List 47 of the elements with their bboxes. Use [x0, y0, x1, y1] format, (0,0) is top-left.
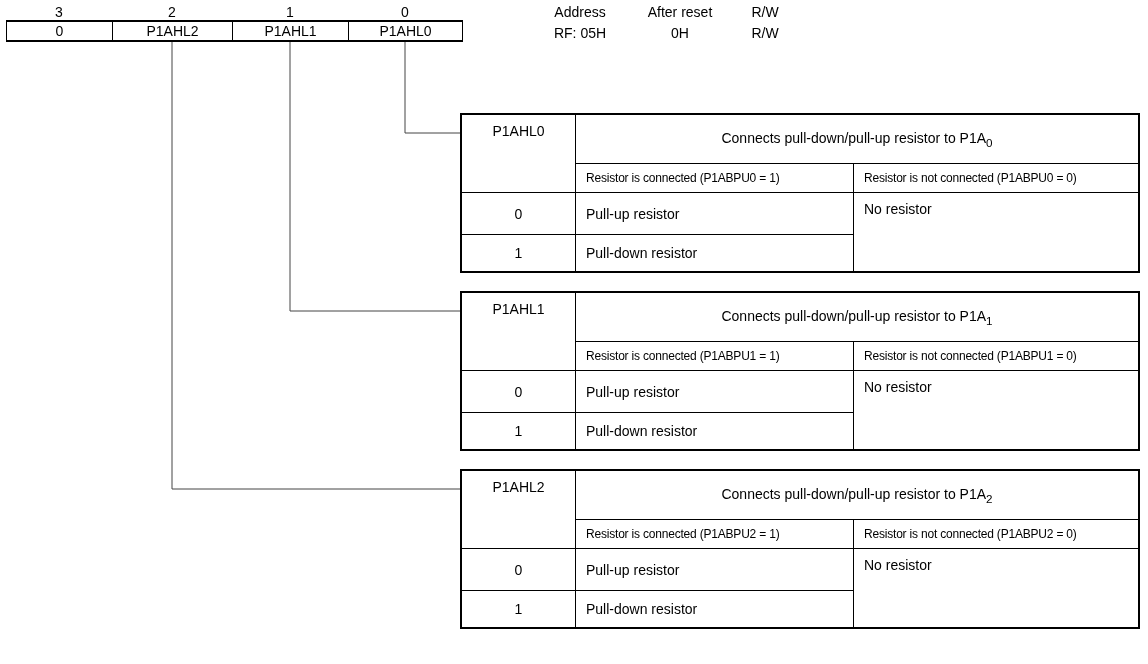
column-heading: 3: [55, 4, 63, 20]
register-value: 0H: [671, 25, 689, 41]
table-cell: 0: [462, 549, 576, 591]
leader-line: [171, 41, 461, 490]
header-cell: Resistor is not connected (P1ABPU1 = 0): [854, 342, 1138, 371]
header-cell: Resistor is not connected (P1ABPU0 = 0): [854, 164, 1138, 193]
header-cell: Resistor is connected (P1ABPU2 = 1): [576, 520, 854, 549]
header-cell: P1AHL1: [462, 293, 576, 371]
register-bit-cell: P1AHL2: [112, 20, 233, 42]
table-cell: 1: [462, 235, 576, 271]
bit-description-table: [460, 291, 1140, 451]
leader-line: [289, 41, 461, 312]
table-cell: Pull-down resistor: [576, 413, 854, 449]
register-bit-cell: 0: [6, 20, 113, 42]
table-cell-text: No resistor: [863, 556, 933, 575]
register-value: R/W: [751, 25, 779, 41]
header-cell: Connects pull-down/pull-up resistor to P1A$_{0}$: [576, 115, 1138, 164]
bit-description-table: [460, 469, 1140, 629]
column-heading: Address: [554, 4, 606, 20]
header-cell: Resistor is not connected (P1ABPU2 = 0): [854, 520, 1138, 549]
header-cell: P1AHL2: [462, 471, 576, 549]
table-cell: Pull-up resistor: [576, 371, 854, 413]
register-bit-cell: P1AHL1: [232, 20, 349, 42]
table-cell: 0: [462, 371, 576, 413]
header-cell: Resistor is connected (P1ABPU0 = 1): [576, 164, 854, 193]
header-cell: Connects pull-down/pull-up resistor to P1A$_{2}$: [576, 471, 1138, 520]
register-bit-cell: P1AHL0: [348, 20, 463, 42]
table-cell: 1: [462, 413, 576, 449]
table-cell: Pull-up resistor: [576, 193, 854, 235]
column-heading: R/W: [751, 4, 779, 20]
table-cell: 1: [462, 591, 576, 627]
column-heading: 0: [401, 4, 409, 20]
column-heading: 1: [286, 4, 294, 20]
bit-description-table: [460, 113, 1140, 273]
column-heading: 2: [168, 4, 176, 20]
header-cell: P1AHL0: [462, 115, 576, 193]
column-heading: After reset: [647, 4, 713, 20]
table-cell: Pull-up resistor: [576, 549, 854, 591]
header-cell: Resistor is connected (P1ABPU1 = 1): [576, 342, 854, 371]
header-cell: Connects pull-down/pull-up resistor to P1A$_{1}$: [576, 293, 1138, 342]
table-cell-text: No resistor: [863, 200, 933, 219]
leader-line: [404, 41, 461, 134]
register-value: RF: 05H: [553, 25, 607, 41]
table-cell: Pull-down resistor: [576, 591, 854, 627]
table-cell: Pull-down resistor: [576, 235, 854, 271]
table-cell: 0: [462, 193, 576, 235]
table-cell-text: No resistor: [863, 378, 933, 397]
